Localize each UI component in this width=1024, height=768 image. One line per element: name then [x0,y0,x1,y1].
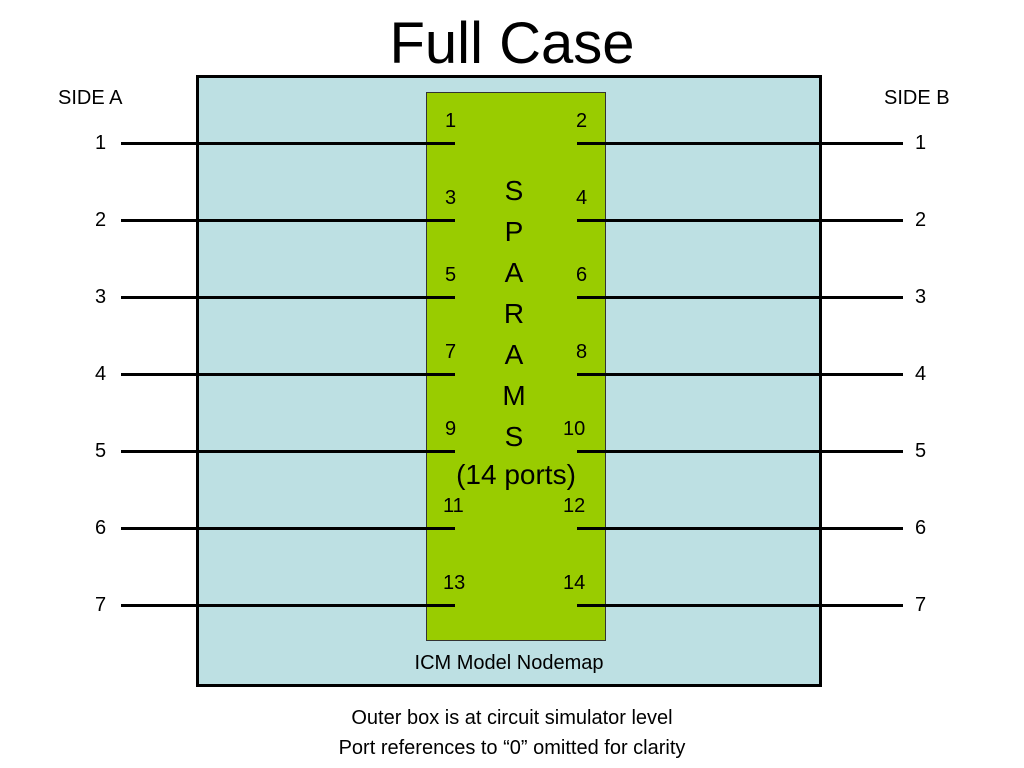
side-b-number: 3 [915,286,927,308]
side-b-label: SIDE B [884,87,950,109]
sparams-letter: R [503,298,525,329]
sparams-left-port: 11 [443,495,464,517]
side-b-number: 1 [915,132,927,154]
footnote: Port references to “0” omitted for clari… [338,737,686,759]
side-a-number: 7 [95,594,107,616]
sparams-right-port: 12 [563,495,586,517]
side-b-number: 4 [915,363,927,385]
sparams-letter: S [504,175,524,206]
sparams-letter: A [504,257,524,288]
side-a-number: 1 [95,132,107,154]
side-b-number: 6 [915,517,927,539]
side-a-wire [121,142,455,145]
side-a-number: 6 [95,517,107,539]
side-a-label: SIDE A [58,87,123,109]
sparams-right-port: 2 [576,110,588,132]
side-a-number: 2 [95,209,107,231]
sparams-letter: M [502,380,526,411]
side-b-number: 7 [915,594,927,616]
footnote: Outer box is at circuit simulator level [351,707,673,729]
sparams-right-port: 6 [576,264,588,286]
side-b-wire [577,527,903,530]
sparams-left-port: 1 [445,110,457,132]
side-b-wire [577,604,903,607]
side-b-number: 2 [915,209,927,231]
sparams-ports-label: (14 ports) [456,459,576,490]
sparams-letter: A [504,339,524,370]
side-a-wire [121,296,455,299]
sparams-letter: P [504,216,524,247]
side-a-wire [121,450,455,453]
side-b-wire [577,219,903,222]
side-a-wire [121,373,455,376]
sparams-letter: S [504,421,524,452]
side-a-number: 4 [95,363,107,385]
side-a-number: 5 [95,440,107,462]
sparams-left-port: 9 [445,418,457,440]
side-b-wire [577,373,903,376]
sparams-left-port: 3 [445,187,457,209]
sparams-left-port: 7 [445,341,457,363]
side-b-number: 5 [915,440,927,462]
side-a-number: 3 [95,286,107,308]
side-a-wire [121,219,455,222]
sparams-right-port: 4 [576,187,588,209]
sparams-letters: S P A R A M S [488,170,540,457]
sparams-right-port: 14 [563,572,586,594]
page-title: Full Case [389,11,635,76]
sparams-left-port: 5 [445,264,457,286]
side-b-wire [577,142,903,145]
sparams-block [426,92,606,641]
side-b-wire [577,296,903,299]
sparams-right-port: 10 [563,418,586,440]
side-a-wire [121,527,455,530]
sparams-right-port: 8 [576,341,588,363]
side-b-wire [577,450,903,453]
outer-box-label: ICM Model Nodemap [414,652,604,674]
side-a-wire [121,604,455,607]
sparams-left-port: 13 [443,572,466,594]
